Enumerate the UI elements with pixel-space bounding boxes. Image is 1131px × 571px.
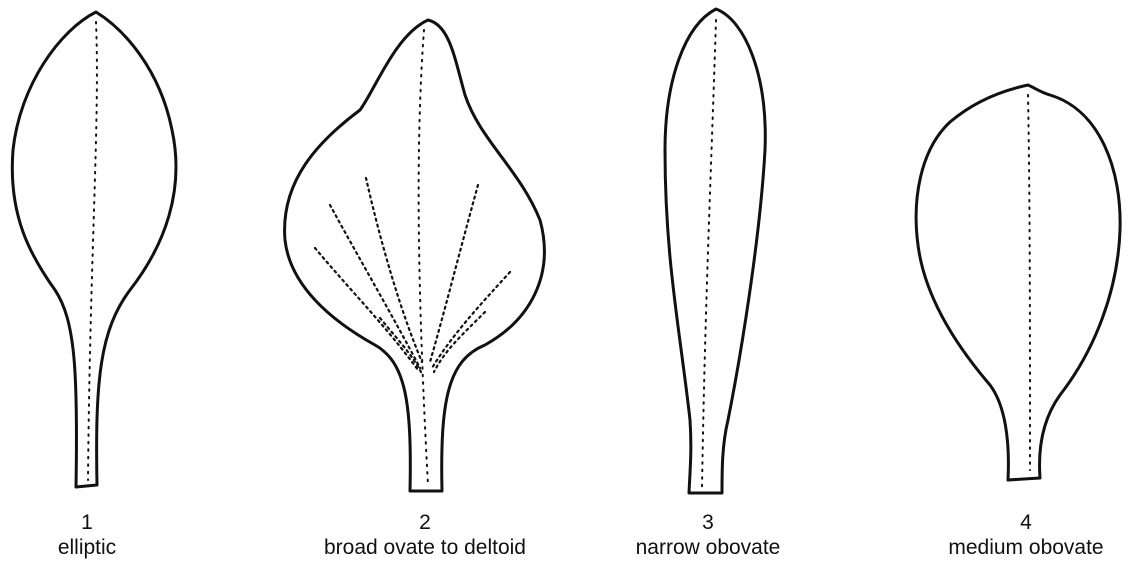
leaf-2-caption: 2 broad ovate to deltoid [305, 510, 545, 560]
leaf-4-medium-obovate-drawing [916, 85, 1120, 480]
leaf-1-elliptic-drawing [12, 12, 176, 487]
leaf-2-number: 2 [305, 510, 545, 535]
leaf-1-outline [12, 12, 176, 487]
leaf-1-midrib [88, 22, 97, 480]
leaf-2-shape-label: broad ovate to deltoid [305, 535, 545, 560]
leaf-2-lateral-vein [315, 248, 418, 370]
leaf-2-midrib [419, 30, 428, 485]
leaf-1-shape-label: elliptic [0, 535, 207, 560]
leaf-2-broad-ovate-drawing [285, 20, 545, 491]
leaf-3-narrow-obovate-drawing [665, 9, 765, 493]
leaf-3-caption: 3 narrow obovate [588, 510, 828, 560]
leaf-4-caption: 4 medium obovate [906, 510, 1131, 560]
leaf-3-outline [665, 9, 765, 493]
leaf-3-shape-label: narrow obovate [588, 535, 828, 560]
leaf-3-midrib [702, 20, 716, 488]
leaf-4-outline [916, 85, 1120, 480]
leaf-2-outline [285, 20, 545, 491]
leaf-4-number: 4 [906, 510, 1131, 535]
leaf-4-shape-label: medium obovate [906, 535, 1131, 560]
leaf-2-lateral-vein [366, 178, 422, 362]
leaf-1-caption: 1 elliptic [0, 510, 207, 560]
leaf-4-midrib [1028, 95, 1030, 470]
leaf-3-number: 3 [588, 510, 828, 535]
leaf-1-number: 1 [0, 510, 207, 535]
